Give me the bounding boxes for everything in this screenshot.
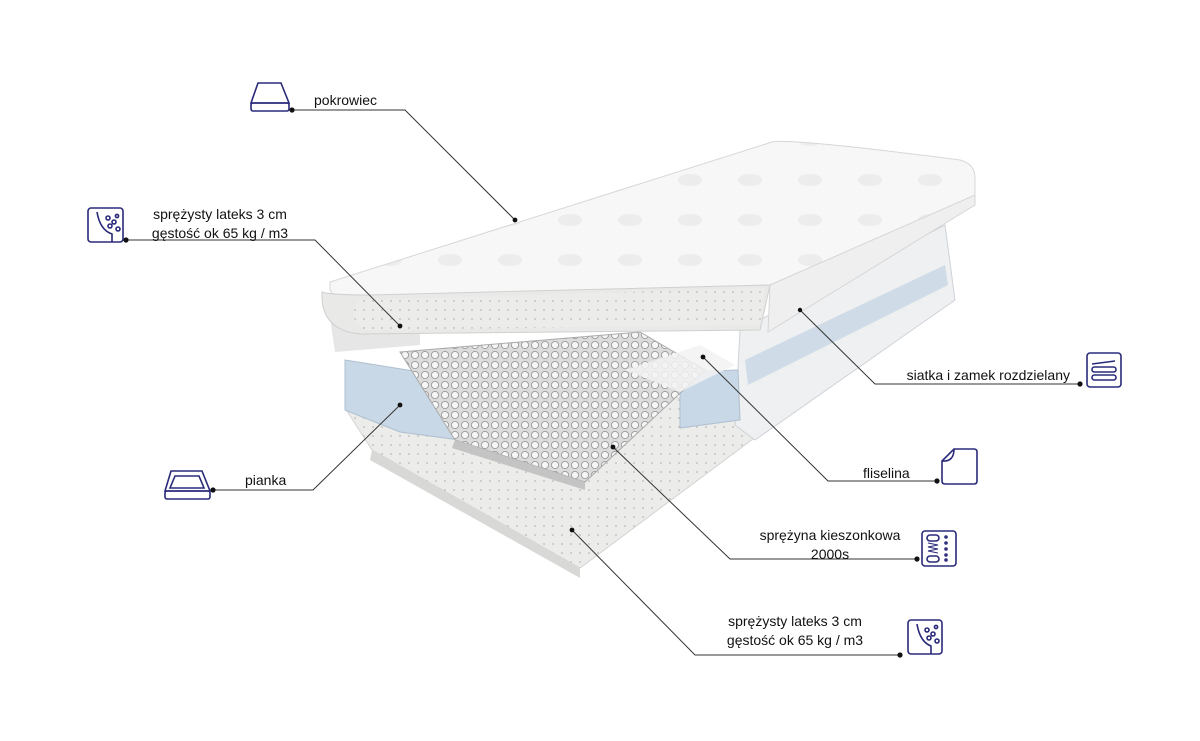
mattress-cover-icon xyxy=(249,82,291,112)
leader-latex-bottom xyxy=(571,529,900,656)
latex-icon xyxy=(907,619,943,655)
label-latex-top-line1: sprężysty lateks 3 cm xyxy=(153,206,287,222)
leader-latex-top xyxy=(126,239,401,327)
label-cover: pokrowiec xyxy=(314,92,378,108)
mesh-layers-icon xyxy=(1086,352,1122,388)
leader-lines xyxy=(126,109,1080,656)
leader-dots xyxy=(123,107,1083,658)
leader-foam xyxy=(213,404,401,491)
label-mesh-zipper: siatka i zamek rozdzielany xyxy=(906,367,1070,383)
fleece-sheet-icon xyxy=(941,448,978,485)
label-pocket-spring-line2: 2000s xyxy=(810,546,850,562)
leader-cover xyxy=(292,109,516,221)
label-latex-bottom: sprężysty lateks 3 cm gęstość ok 65 kg /… xyxy=(705,612,885,650)
label-latex-bottom-line1: sprężysty lateks 3 cm xyxy=(728,613,862,629)
foam-icon xyxy=(163,470,212,500)
leader-mesh xyxy=(799,309,1080,385)
fleece-layer xyxy=(625,345,735,392)
label-latex-bottom-line2: gęstość ok 65 kg / m3 xyxy=(726,632,864,648)
label-latex-top-line2: gęstość ok 65 kg / m3 xyxy=(151,225,289,241)
top-cover-layer xyxy=(321,140,976,335)
label-latex-top: sprężysty lateks 3 cm gęstość ok 65 kg /… xyxy=(130,205,310,243)
leader-spring xyxy=(612,446,917,560)
label-fleece: fliselina xyxy=(863,465,910,481)
label-foam: pianka xyxy=(245,472,287,488)
latex-icon xyxy=(87,207,124,243)
label-pocket-spring-line1: sprężyna kieszonkowa xyxy=(759,527,901,543)
label-pocket-spring: sprężyna kieszonkowa 2000s xyxy=(745,526,915,564)
leader-fleece xyxy=(702,356,937,482)
pocket-spring-icon xyxy=(921,530,957,567)
